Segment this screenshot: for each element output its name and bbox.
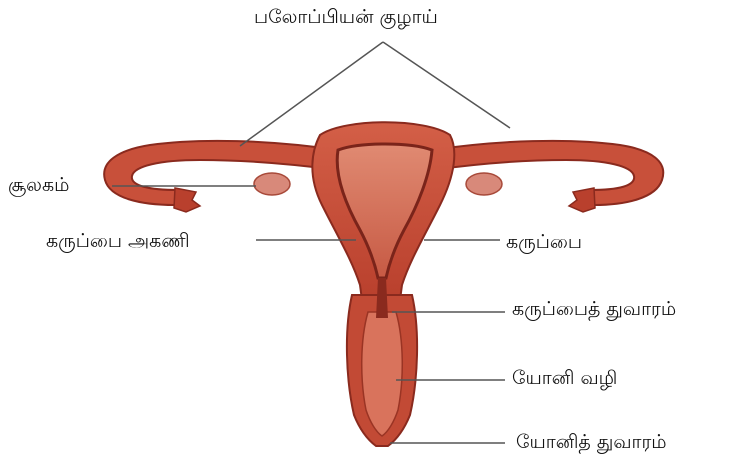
right-fallopian-tube xyxy=(432,141,663,205)
right-fimbriae xyxy=(569,188,595,212)
left-fimbriae xyxy=(174,188,200,212)
left-ovary xyxy=(254,173,290,195)
uterus-label: கருப்பை xyxy=(506,230,582,254)
fallopian-tube-label: பலோப்பியன் குழாய் xyxy=(254,5,438,29)
left-fallopian-tube xyxy=(104,141,338,205)
vagina-label: யோனி வழி xyxy=(512,366,617,390)
vaginal-opening-label: யோனித் துவாரம் xyxy=(516,430,667,454)
right-ovary xyxy=(466,173,502,195)
cervix-label: கருப்பைத் துவாரம் xyxy=(512,297,676,321)
ovary-label: சூலகம் xyxy=(8,173,69,197)
cervix-canal xyxy=(376,278,388,318)
endometrium-label: கருப்பை அகணி xyxy=(46,229,190,253)
fallopian-leader-right xyxy=(383,42,510,128)
